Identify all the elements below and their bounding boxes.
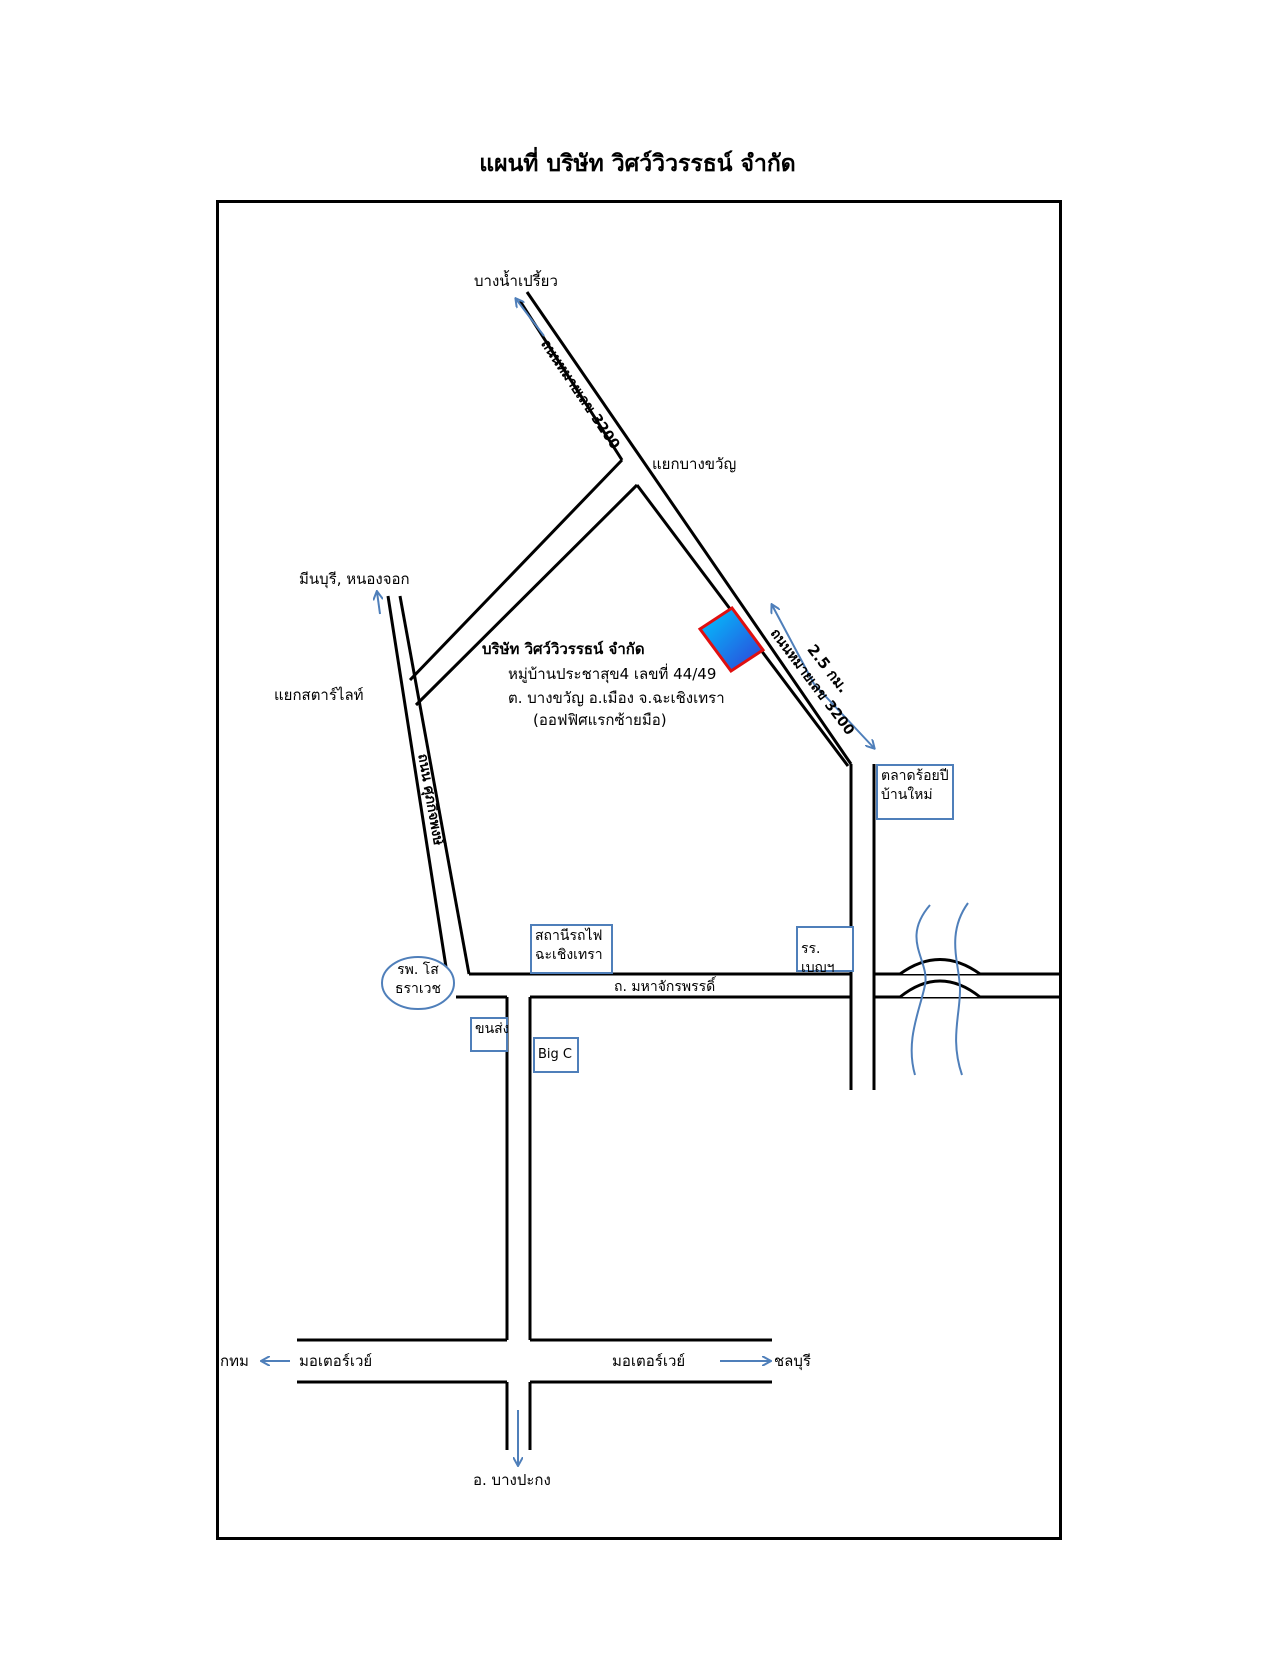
landmark-school-text: รร. เบญฯ	[801, 941, 835, 976]
landmark-school: รร. เบญฯ	[796, 926, 854, 976]
page-title: แผนที่ บริษัท วิศว์วิวรรธน์ จำกัด	[479, 151, 796, 177]
map-frame	[216, 200, 1062, 1540]
highway-3200-east-edge	[525, 291, 853, 765]
landmark-bus-text: ขนส่ง	[475, 1021, 510, 1037]
landmark-hospital-text: รพ. โสธราเวช	[394, 962, 442, 997]
landmark-bigc-text: Big C	[538, 1047, 572, 1062]
arrow-to-bang-nam-priao	[516, 299, 545, 337]
label-yaek-bang-khwan: แยกบางขวัญ	[652, 455, 737, 473]
company-address-line2: ต. บางขวัญ อ.เมือง จ.ฉะเชิงเทรา	[508, 689, 725, 707]
company-address-line1: หมู่บ้านประชาสุข4 เลขที่ 44/49	[508, 665, 717, 683]
bridge-icon	[899, 958, 981, 999]
landmark-railway-text: สถานีรถไฟ ฉะเชิงเทรา	[535, 928, 603, 963]
suprapong-east-edge	[398, 595, 471, 975]
label-yaek-starlight: แยกสตาร์ไลท์	[274, 686, 364, 704]
branch-road-north-edge	[408, 458, 624, 682]
company-address-line3: (ออฟฟิศแรกซ้ายมือ)	[533, 711, 667, 729]
landmark-railway-station: สถานีรถไฟ ฉะเชิงเทรา	[530, 924, 613, 974]
suprapong-west-edge	[386, 595, 448, 968]
label-motorway-right: มอเตอร์เวย์	[612, 1352, 686, 1370]
label-bangkok: กทม	[220, 1352, 249, 1370]
label-chonburi: ชลบุรี	[774, 1352, 811, 1370]
company-name: บริษัท วิศว์วิวรรธน์ จำกัด	[482, 640, 645, 658]
river-icon	[910, 902, 969, 1076]
landmark-bigc: Big C	[533, 1037, 579, 1073]
hospital-ellipse	[381, 956, 455, 1010]
arrow-to-minburi	[377, 592, 380, 615]
road-label-maha-chakkraphat: ถ. มหาจักรพรรดิ์	[614, 979, 716, 995]
distance-arrow-south	[813, 683, 874, 748]
landmark-bus-terminal: ขนส่ง	[470, 1017, 510, 1052]
landmark-talad-market: ตลาดร้อยปี บ้านใหม่	[876, 764, 954, 820]
landmark-talad-market-text: ตลาดร้อยปี บ้านใหม่	[881, 768, 949, 803]
distance-arrow-north	[772, 605, 815, 685]
company-marker-icon	[697, 605, 766, 674]
branch-road-south-edge	[414, 483, 639, 707]
label-bang-pakong: อ. บางปะกง	[473, 1471, 551, 1489]
label-minburi: มีนบุรี, หนองจอก	[299, 570, 410, 588]
label-bang-nam-priao: บางน้ำเปรี้ยว	[474, 272, 558, 290]
label-motorway-left: มอเตอร์เวย์	[299, 1352, 373, 1370]
